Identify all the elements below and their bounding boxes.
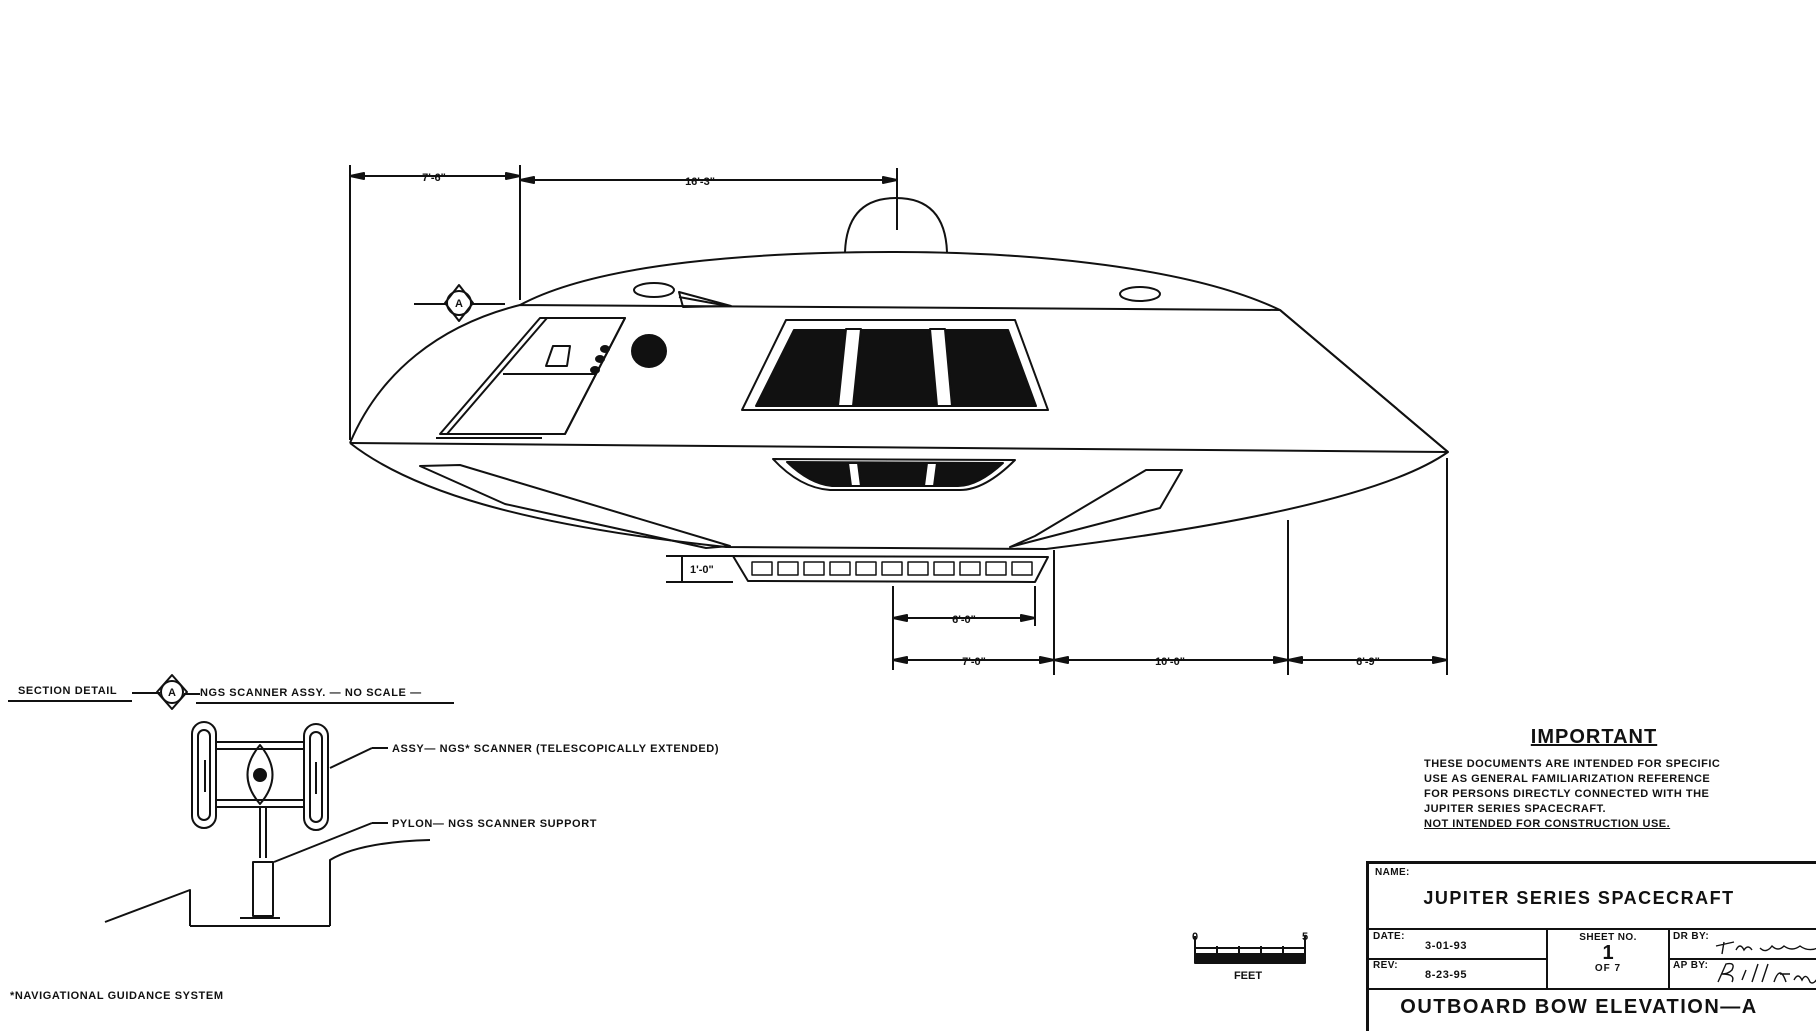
notice-warning: NOT INTENDED FOR CONSTRUCTION USE. [1424, 818, 1671, 830]
important-notice: IMPORTANT THESE DOCUMENTS ARE INTENDED F… [1424, 726, 1764, 832]
observation-dome [844, 197, 948, 253]
notice-line: USE AS GENERAL FAMILIARIZATION REFERENCE [1424, 773, 1711, 785]
scale-end-label: 5 [1302, 931, 1308, 943]
date-label: DATE: [1373, 931, 1405, 942]
dim-bow-offset: 7'-6" [422, 172, 446, 184]
scanner-leader [329, 747, 373, 769]
dim-lower-c: 6'-9" [1356, 656, 1380, 668]
sheet-total: OF 7 [1594, 963, 1622, 974]
notice-line: JUPITER SERIES SPACECRAFT. [1424, 803, 1607, 815]
port-hatch [633, 282, 675, 298]
title-block-info-row: DATE: 3-01-93 REV: 8-23-95 SHEET NO. 1 O… [1369, 928, 1816, 990]
rev-cell: REV: 8-23-95 [1369, 958, 1548, 988]
rev-value: 8-23-95 [1425, 969, 1468, 981]
approved-by-cell: AP BY: [1670, 958, 1816, 988]
entry-door [436, 317, 626, 439]
lower-viewport [772, 458, 1016, 491]
sheet-number: 1 [1602, 942, 1614, 964]
ngs-footnote: *NAVIGATIONAL GUIDANCE SYSTEM [10, 990, 224, 1002]
name-label: NAME: [1375, 867, 1410, 878]
sheet-label: SHEET NO. [1579, 932, 1637, 943]
dim-gear-width: 6'-0" [952, 614, 976, 626]
title-block: NAME: JUPITER SERIES SPACECRAFT DATE: 3-… [1366, 861, 1816, 1031]
section-detail-header [8, 674, 454, 710]
porthole [631, 334, 667, 368]
keel-height-dimension [666, 555, 733, 583]
drawn-by-label: DR BY: [1673, 931, 1710, 942]
starboard-gear-fairing [1009, 469, 1183, 548]
rev-label: REV: [1373, 960, 1398, 971]
port-gear-fairing [419, 464, 731, 549]
notice-body: THESE DOCUMENTS ARE INTENDED FOR SPECIFI… [1424, 757, 1764, 832]
ngs-scanner-sketch [104, 721, 431, 927]
section-detail-subtitle: NGS SCANNER ASSY. — NO SCALE — [200, 687, 422, 699]
lower-hull [349, 309, 1449, 550]
notice-line: THESE DOCUMENTS ARE INTENDED FOR SPECIFI… [1424, 758, 1721, 770]
approved-by-signature [1717, 962, 1816, 984]
sheet-cell: SHEET NO. 1 OF 7 [1548, 928, 1670, 988]
lower-dimension-lines [892, 458, 1448, 675]
keel-segments [751, 561, 1033, 576]
date-cell: DATE: 3-01-93 [1369, 928, 1548, 960]
door-controls [590, 345, 610, 374]
keel-drive-unit [732, 555, 1049, 583]
approved-by-label: AP BY: [1673, 960, 1709, 971]
pylon-leader [273, 822, 373, 863]
project-name: JUPITER SERIES SPACECRAFT [1423, 888, 1735, 908]
notice-title: IMPORTANT [1530, 726, 1658, 748]
dim-dome-offset: 16'-3" [685, 176, 715, 188]
drawn-by-cell: DR BY: [1670, 928, 1816, 960]
scanner-callout: ASSY— NGS* SCANNER (TELESCOPICALLY EXTEN… [392, 743, 719, 755]
upper-hull [349, 251, 1281, 444]
section-a-marker [414, 284, 505, 322]
date-value: 3-01-93 [1425, 940, 1468, 952]
drawn-by-signature [1715, 941, 1816, 955]
starboard-hatch [1119, 286, 1161, 302]
hull-rim [349, 442, 1449, 453]
scale-start-label: 0 [1192, 931, 1198, 943]
section-marker-label: A [455, 298, 463, 310]
notice-line: FOR PERSONS DIRECTLY CONNECTED WITH THE [1424, 788, 1710, 800]
title-block-name-row: NAME: JUPITER SERIES SPACECRAFT [1369, 864, 1816, 930]
section-detail-marker: A [168, 687, 176, 699]
drawing-title: OUTBOARD BOW ELEVATION—A [1400, 996, 1758, 1018]
upper-dimension-lines [349, 165, 898, 440]
dim-keel-height: 1'-0" [690, 564, 714, 576]
pylon-callout: PYLON— NGS SCANNER SUPPORT [392, 818, 597, 830]
section-detail-title: SECTION DETAIL [18, 685, 117, 697]
dim-lower-b: 10'-0" [1155, 656, 1185, 668]
main-viewport [741, 319, 1049, 411]
scale-bar [1194, 936, 1306, 964]
scale-unit-label: FEET [1234, 970, 1262, 982]
dim-lower-a: 7'-0" [962, 656, 986, 668]
